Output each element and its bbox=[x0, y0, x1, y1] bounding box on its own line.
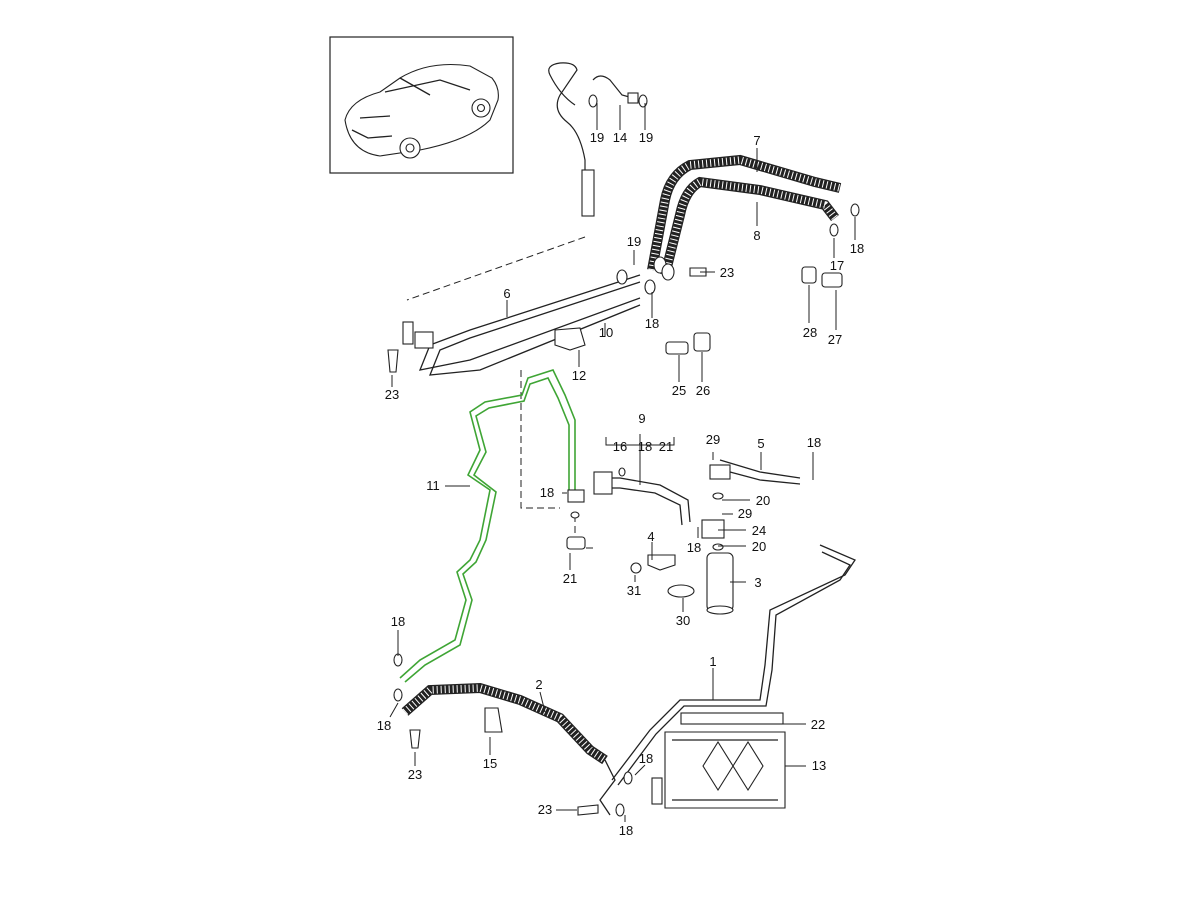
callout-7: 7 bbox=[753, 133, 760, 148]
callout-30: 30 bbox=[676, 613, 690, 628]
car-thumbnail-icon bbox=[329, 36, 514, 174]
callout-13: 13 bbox=[812, 758, 826, 773]
callout-24: 24 bbox=[752, 523, 766, 538]
callout-18: 18 bbox=[619, 823, 633, 838]
callout-20: 20 bbox=[756, 493, 770, 508]
callout-18: 18 bbox=[645, 316, 659, 331]
callout-18: 18 bbox=[687, 540, 701, 555]
callout-18: 18 bbox=[540, 485, 554, 500]
callout-14: 14 bbox=[613, 130, 627, 145]
callout-18: 18 bbox=[391, 614, 405, 629]
callout-25: 25 bbox=[672, 383, 686, 398]
callout-2: 2 bbox=[535, 677, 542, 692]
callout-15: 15 bbox=[483, 756, 497, 771]
pipes-6-10 bbox=[402, 256, 675, 376]
callout-27: 27 bbox=[828, 332, 842, 347]
upper-hose-assembly bbox=[548, 62, 648, 217]
middle-components bbox=[566, 459, 801, 615]
callout-18: 18 bbox=[850, 241, 864, 256]
callout-4: 4 bbox=[647, 529, 654, 544]
callout-labels: 19 14 19 7 8 18 17 19 23 18 6 10 28 27 1… bbox=[377, 130, 864, 838]
callout-18: 18 bbox=[638, 439, 652, 454]
condenser-13 bbox=[651, 712, 786, 809]
callout-21: 21 bbox=[563, 571, 577, 586]
callout-18: 18 bbox=[377, 718, 391, 733]
callout-10: 10 bbox=[599, 325, 613, 340]
callout-21: 21 bbox=[659, 439, 673, 454]
callout-29: 29 bbox=[738, 506, 752, 521]
fittings bbox=[387, 266, 843, 373]
callout-19: 19 bbox=[639, 130, 653, 145]
callout-23: 23 bbox=[385, 387, 399, 402]
callout-5: 5 bbox=[757, 436, 764, 451]
callout-18: 18 bbox=[807, 435, 821, 450]
callout-22: 22 bbox=[811, 717, 825, 732]
callout-20: 20 bbox=[752, 539, 766, 554]
callout-23: 23 bbox=[720, 265, 734, 280]
callout-6: 6 bbox=[503, 286, 510, 301]
callout-12: 12 bbox=[572, 368, 586, 383]
callout-19: 19 bbox=[627, 234, 641, 249]
callout-29: 29 bbox=[706, 432, 720, 447]
callout-11: 11 bbox=[426, 478, 440, 493]
callout-18: 18 bbox=[639, 751, 653, 766]
hoses-7-8 bbox=[647, 154, 860, 277]
callout-17: 17 bbox=[830, 258, 844, 273]
callout-23: 23 bbox=[408, 767, 422, 782]
callout-19: 19 bbox=[590, 130, 604, 145]
callout-31: 31 bbox=[627, 583, 641, 598]
hose-2 bbox=[393, 653, 633, 817]
callout-9: 9 bbox=[638, 411, 645, 426]
callout-1: 1 bbox=[709, 654, 716, 669]
callout-26: 26 bbox=[696, 383, 710, 398]
callout-23: 23 bbox=[538, 802, 552, 817]
callout-3: 3 bbox=[754, 575, 761, 590]
leader-lines bbox=[389, 103, 856, 822]
callout-16: 16 bbox=[613, 439, 627, 454]
highlighted-line-11 bbox=[399, 369, 576, 679]
callout-8: 8 bbox=[753, 228, 760, 243]
callout-28: 28 bbox=[803, 325, 817, 340]
